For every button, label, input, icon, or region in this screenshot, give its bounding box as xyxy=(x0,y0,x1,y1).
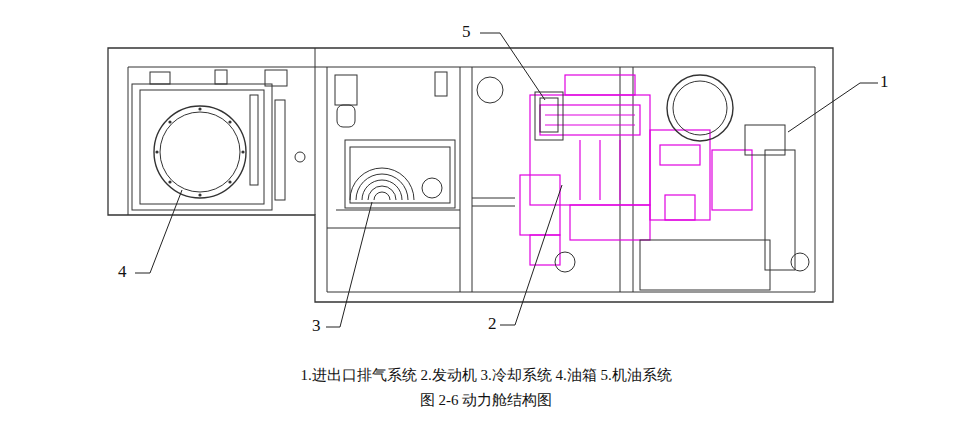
figure-caption: 图 2-6 动力舱结构图 xyxy=(420,391,553,409)
part-list: 1.进出口排气系统 2.发动机 3.冷却系统 4.油箱 5.机油系统 xyxy=(300,366,671,384)
callout-number: 2 xyxy=(488,314,497,334)
callout-number: 3 xyxy=(312,316,321,336)
callout-number: 4 xyxy=(118,262,127,282)
callout-number: 1 xyxy=(880,72,889,92)
callout-number: 5 xyxy=(462,22,471,42)
